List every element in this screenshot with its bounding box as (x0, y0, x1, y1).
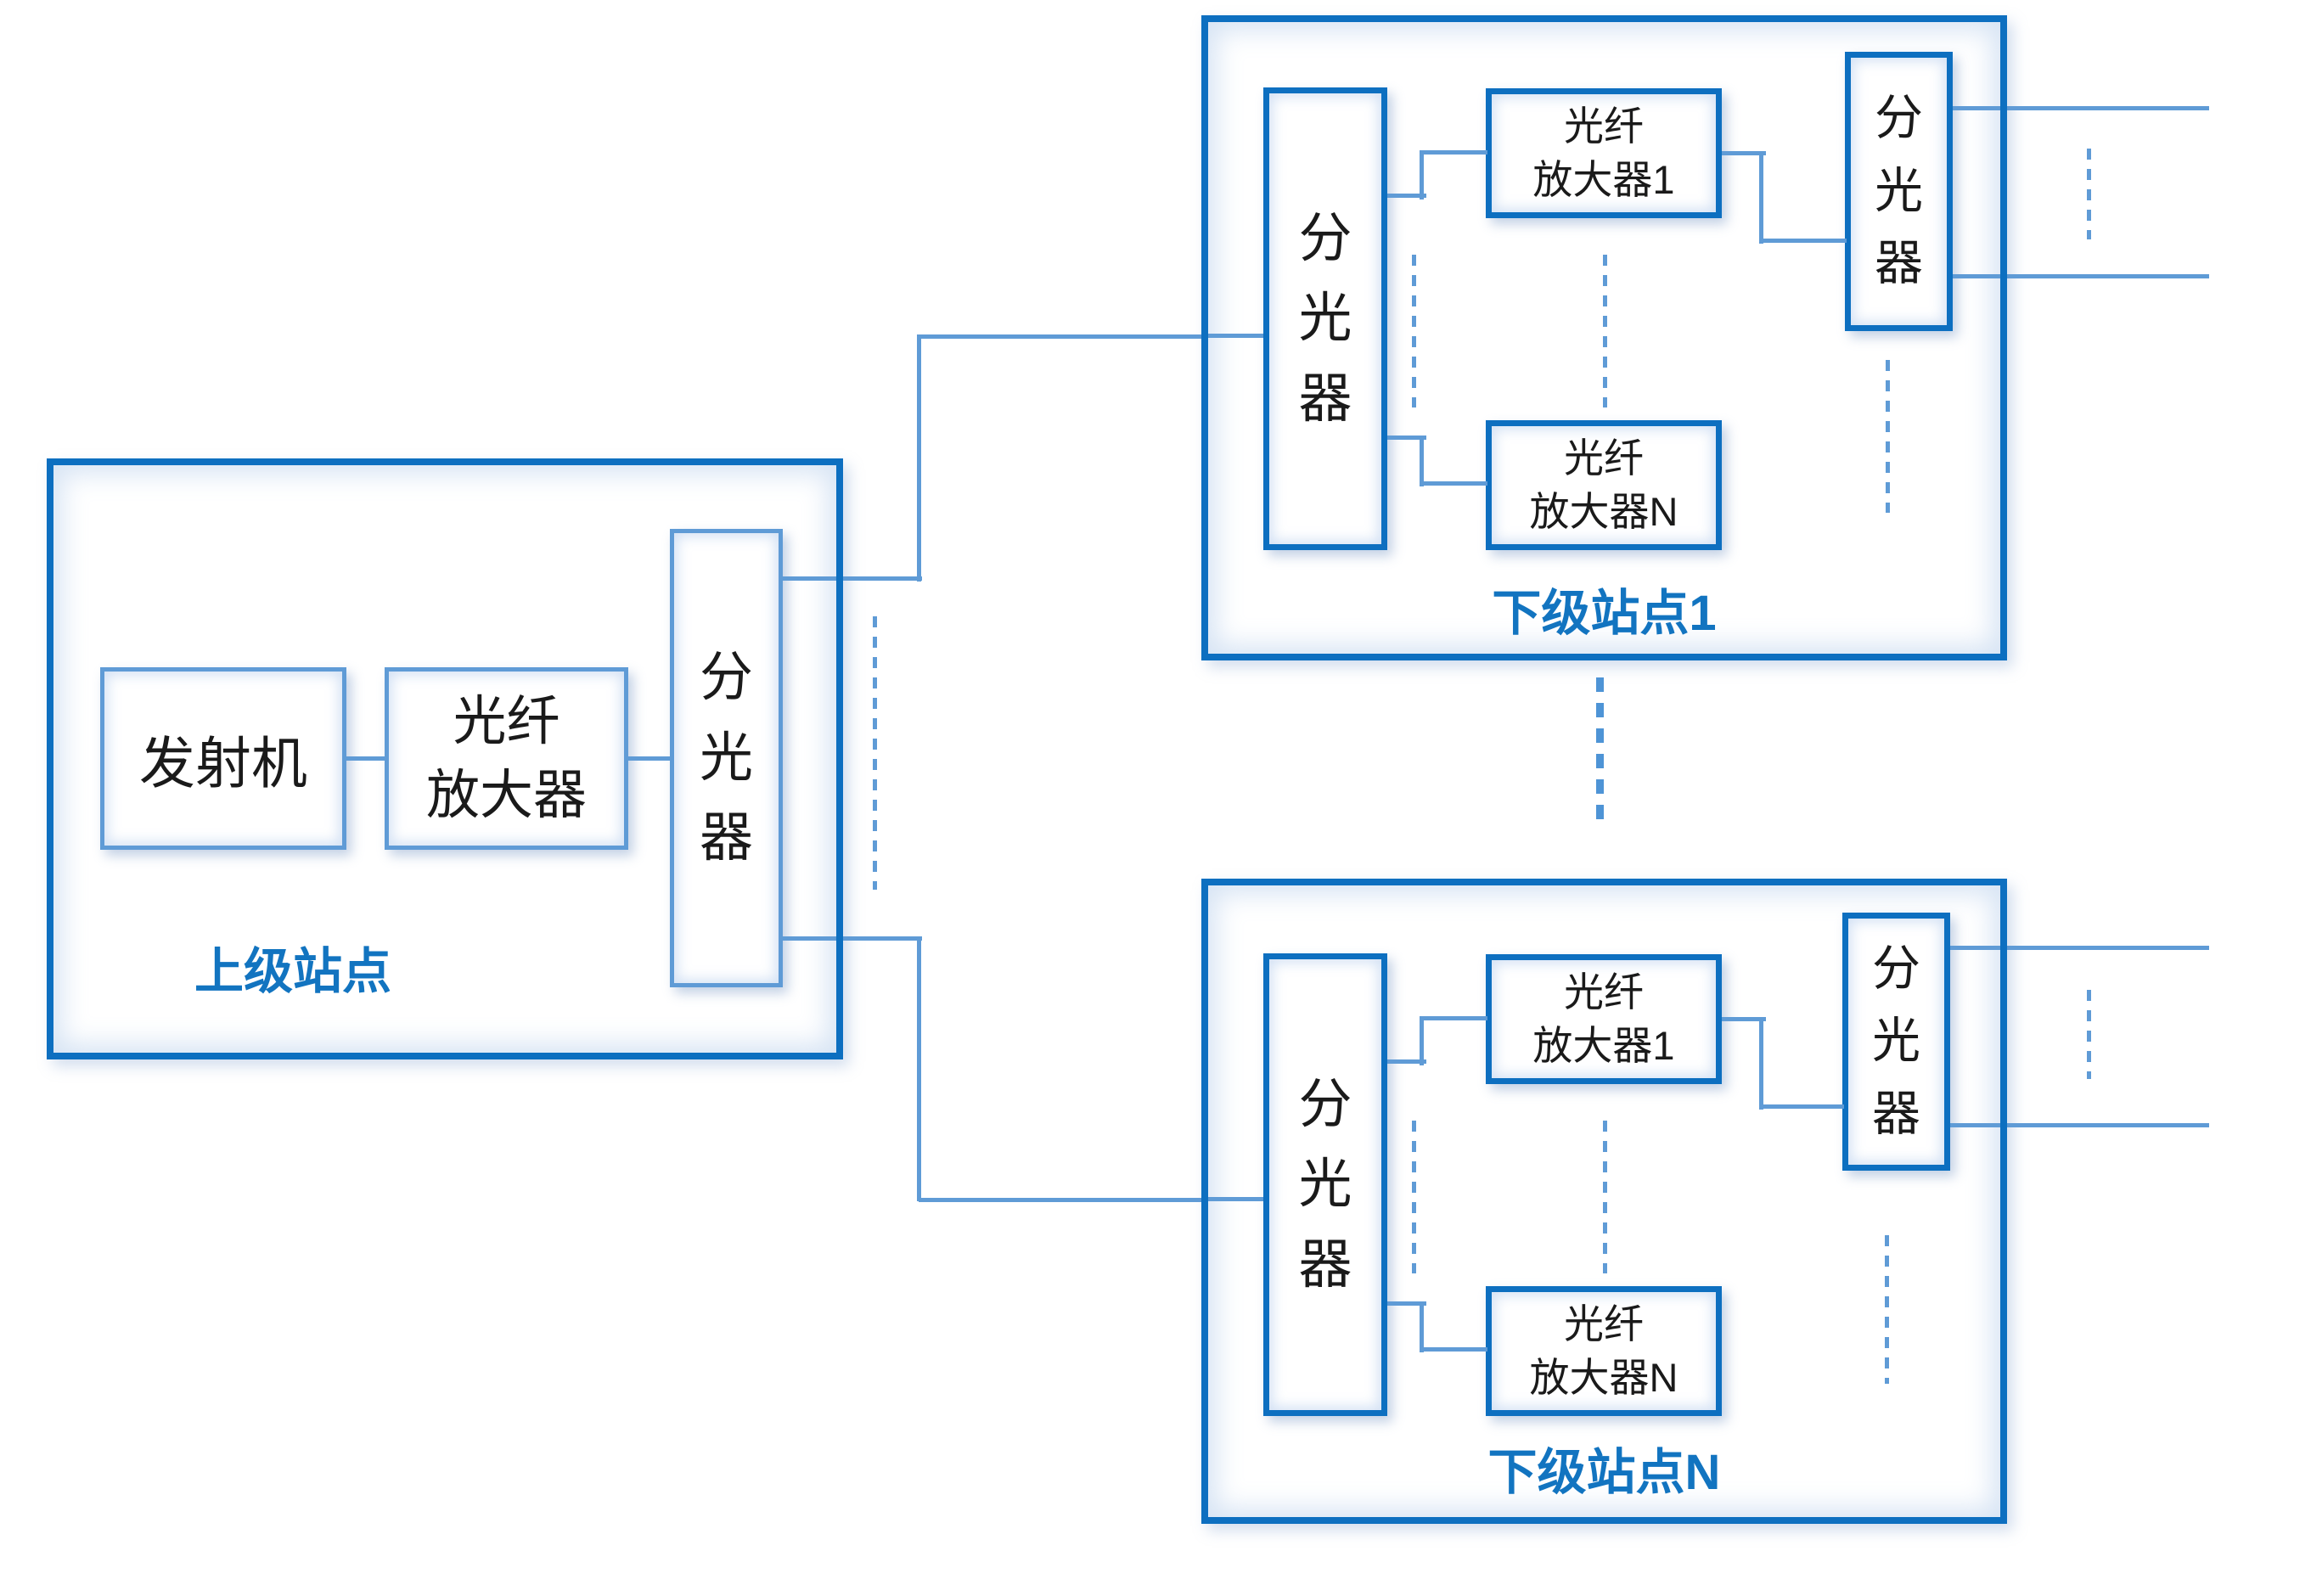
connector-line (1421, 1347, 1487, 1352)
connector-line (917, 936, 921, 1201)
amplifier1-sub1-label: 光纤 放大器1 (1532, 103, 1675, 202)
transmitter-box: 发射机 (100, 667, 346, 850)
connector-line (2007, 106, 2209, 110)
ellipsis-dashed-line (2087, 990, 2091, 1079)
ellipsis-dashed-line-between-stations (1596, 677, 1604, 822)
amplifier1-box-sub1: 光纤 放大器1 (1486, 88, 1722, 218)
connector-line (1208, 334, 1263, 338)
amplifierN-box-sub1: 光纤 放大器N (1486, 420, 1722, 550)
amplifierN-sub1-label: 光纤 放大器N (1529, 435, 1678, 534)
ellipsis-dashed-line (1603, 255, 1607, 407)
splitter-box-main: 分光器 (670, 529, 783, 987)
connector-line (1208, 1197, 1263, 1201)
connector-line (2007, 274, 2209, 278)
amplifier1-subN-label: 光纤 放大器1 (1532, 969, 1675, 1068)
connector-line (843, 576, 922, 581)
amplifier1-box-subN: 光纤 放大器1 (1486, 954, 1722, 1084)
amplifier-box-main: 光纤 放大器 (385, 667, 628, 850)
connector-line (1722, 1017, 1766, 1021)
connector-line (1420, 1301, 1424, 1352)
connector-line (628, 756, 670, 761)
connector-line (1421, 1016, 1487, 1020)
connector-line (1387, 1301, 1426, 1306)
ellipsis-dashed-line (1412, 255, 1416, 407)
splitter-out-sub1-label: 分光器 (1875, 91, 1923, 291)
amplifierN-box-subN: 光纤 放大器N (1486, 1286, 1722, 1416)
splitter-in-box-subN: 分光器 (1263, 953, 1387, 1416)
connector-line (1759, 1017, 1763, 1110)
ellipsis-dashed-line (873, 616, 877, 890)
connector-line (2007, 946, 2209, 950)
connector-line (919, 1198, 1201, 1202)
station-subN-label: 下级站点N (1487, 1445, 1721, 1500)
ellipsis-dashed-line (1603, 1121, 1607, 1273)
station-main-label: 上级站点 (194, 944, 391, 999)
splitter-main-label: 分光器 (699, 648, 753, 868)
connector-line (1759, 151, 1763, 244)
connector-line (1953, 274, 2000, 278)
splitter-in-box-sub1: 分光器 (1263, 87, 1387, 550)
connector-line (1761, 239, 1847, 243)
connector-line (1722, 151, 1766, 155)
splitter-out-subN-label: 分光器 (1872, 941, 1920, 1141)
station-sub1-label: 下级站点1 (1492, 586, 1717, 641)
connector-line (1387, 194, 1426, 198)
connector-line (1421, 150, 1487, 155)
connector-line (1761, 1104, 1844, 1109)
connector-line (1950, 946, 2000, 950)
connector-line (1950, 1123, 2000, 1127)
connector-line (346, 756, 385, 761)
connector-line (1421, 481, 1487, 486)
connector-line (1420, 436, 1424, 486)
splitter-in-subN-label: 分光器 (1298, 1074, 1352, 1295)
connector-line (1953, 106, 2000, 110)
connector-line (1420, 1016, 1424, 1065)
ellipsis-dashed-line (1412, 1121, 1416, 1273)
transmitter-label: 发射机 (139, 731, 307, 795)
amplifier-main-label: 光纤 放大器 (426, 691, 587, 825)
ellipsis-dashed-line (1885, 1235, 1889, 1384)
splitter-in-sub1-label: 分光器 (1298, 208, 1352, 429)
connector-line (1387, 1059, 1426, 1064)
splitter-out-box-subN: 分光器 (1842, 913, 1950, 1171)
connector-line (919, 334, 1201, 339)
amplifierN-subN-label: 光纤 放大器N (1529, 1301, 1678, 1400)
connector-line (1387, 436, 1426, 440)
splitter-out-box-sub1: 分光器 (1845, 52, 1953, 331)
ellipsis-dashed-line (1886, 360, 1890, 513)
connector-line (783, 936, 836, 941)
connector-line (2007, 1123, 2209, 1127)
connector-line (1420, 150, 1424, 200)
connector-line (783, 576, 836, 581)
connector-line (917, 334, 921, 582)
ellipsis-dashed-line (2087, 149, 2091, 239)
connector-line (843, 936, 922, 941)
